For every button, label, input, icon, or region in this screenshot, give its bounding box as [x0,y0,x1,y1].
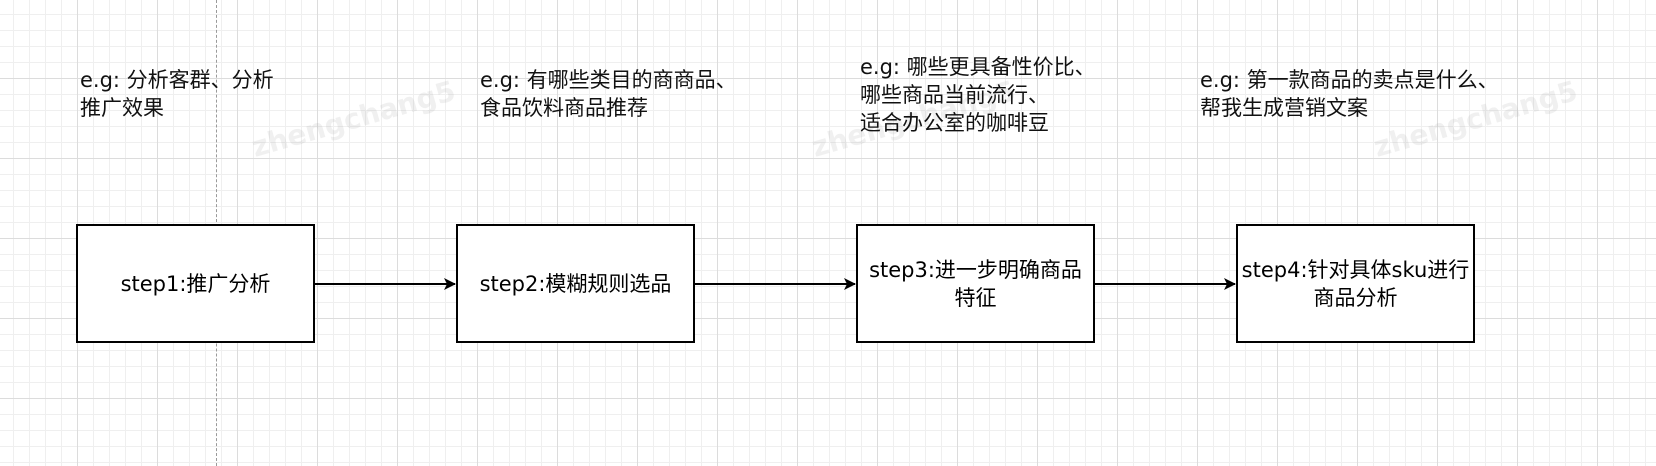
step1-label: step1:推广分析 [120,271,271,296]
example-text-line: 帮我生成营销文案 [1200,96,1368,120]
example-text-3[interactable]: e.g: 哪些更具备性价比、 哪些商品当前流行、 适合办公室的咖啡豆 [860,53,1096,137]
step2-box[interactable]: step2:模糊规则选品 [456,224,695,343]
step2-label: step2:模糊规则选品 [479,271,672,296]
step3-box[interactable]: step3:进一步明确商品特征 [856,224,1095,343]
step4-box[interactable]: step4:针对具体sku进行商品分析 [1236,224,1475,343]
example-text-line: 适合办公室的咖啡豆 [860,111,1049,135]
example-text-line: 推广效果 [80,96,164,120]
step3-label: step3:进一步明确商品特征 [869,257,1082,310]
example-text-line: e.g: 有哪些类目的商商品、 [480,68,737,92]
example-text-line: e.g: 第一款商品的卖点是什么、 [1200,68,1499,92]
example-text-line: 食品饮料商品推荐 [480,96,648,120]
example-text-line: e.g: 哪些更具备性价比、 [860,55,1096,79]
example-text-line: 哪些商品当前流行、 [860,83,1049,107]
example-text-4[interactable]: e.g: 第一款商品的卖点是什么、 帮我生成营销文案 [1200,66,1499,122]
step4-label: step4:针对具体sku进行商品分析 [1241,257,1470,310]
step1-box[interactable]: step1:推广分析 [76,224,315,343]
example-text-2[interactable]: e.g: 有哪些类目的商商品、 食品饮料商品推荐 [480,66,737,122]
example-text-line: e.g: 分析客群、分析 [80,68,274,92]
example-text-1[interactable]: e.g: 分析客群、分析 推广效果 [80,66,274,122]
